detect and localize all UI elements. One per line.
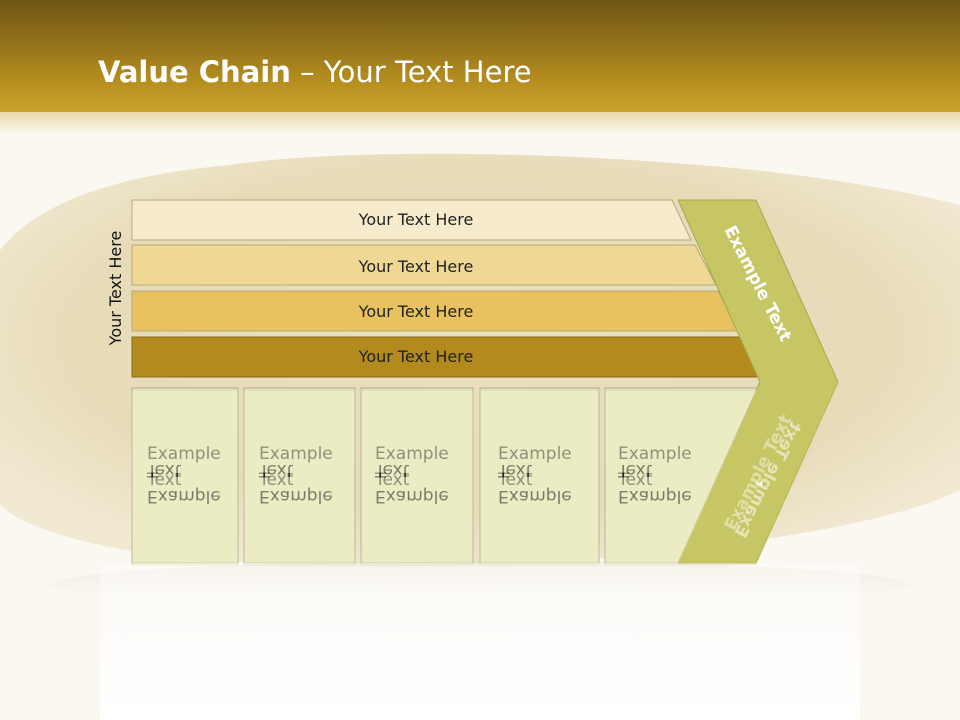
bar-2-label: Your Text Here	[358, 257, 474, 276]
bar-4-label: Your Text Here	[358, 347, 474, 366]
slide-title: Value Chain – Your Text Here	[98, 55, 532, 89]
reflection-cell-5-line2: Text	[617, 460, 653, 480]
bar-1-label: Your Text Here	[358, 210, 474, 229]
reflection-cell-4-line2: Text	[497, 460, 533, 480]
bar-3: Your Text Here	[131, 290, 740, 332]
bar-1: Your Text Here	[131, 199, 692, 241]
reflection-cell-2-line1: Example	[259, 486, 333, 506]
reflection-cell-4-line1: Example	[498, 486, 572, 506]
reflection-cell-1	[131, 389, 239, 566]
header-bar	[0, 0, 960, 112]
reflection-chevron	[678, 383, 838, 565]
title-rest: – Your Text Here	[290, 55, 532, 89]
reflection-fade	[100, 563, 860, 720]
reflection-cell-4	[479, 389, 600, 566]
bar-2: Your Text Here	[131, 244, 717, 286]
reflection-cell-3-line1: Example	[375, 486, 449, 506]
reflection-cell-1-line2: Text	[146, 460, 182, 480]
reflection-cell-5-line1: Example	[618, 486, 692, 506]
reflection-cell-2	[243, 389, 356, 566]
reflection-cell-2-line2: Text	[258, 460, 294, 480]
reflection-cell-3	[360, 389, 474, 566]
title-bold: Value Chain	[98, 55, 291, 89]
reflection-cell-3-line2: Text	[374, 460, 410, 480]
reflection: Example Text Example Text Example Text E…	[131, 383, 838, 566]
bar-1-shape	[131, 199, 692, 241]
reflection-cell-1-line1: Example	[147, 486, 221, 506]
bar-3-label: Your Text Here	[358, 302, 474, 321]
side-label: Your Text Here	[106, 231, 125, 347]
bar-4: Your Text Here	[131, 336, 764, 378]
header-fade	[0, 112, 960, 134]
